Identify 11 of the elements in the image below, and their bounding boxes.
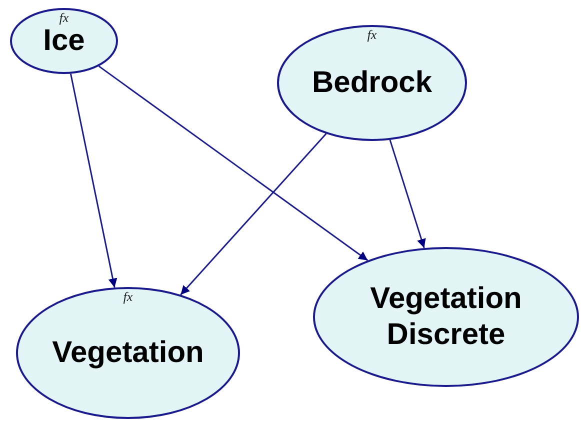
arrow — [98, 66, 368, 262]
function-mark: fx — [367, 28, 377, 41]
node-label: Vegetation Discrete — [369, 281, 523, 353]
function-mark: fx — [59, 11, 69, 24]
arrow — [389, 140, 426, 248]
node-label: Vegetation — [51, 335, 205, 371]
node-label: Ice — [42, 24, 86, 59]
arrow — [180, 133, 327, 296]
node-label: Bedrock — [310, 65, 434, 101]
arrow — [70, 74, 118, 288]
function-mark: fx — [123, 290, 133, 303]
